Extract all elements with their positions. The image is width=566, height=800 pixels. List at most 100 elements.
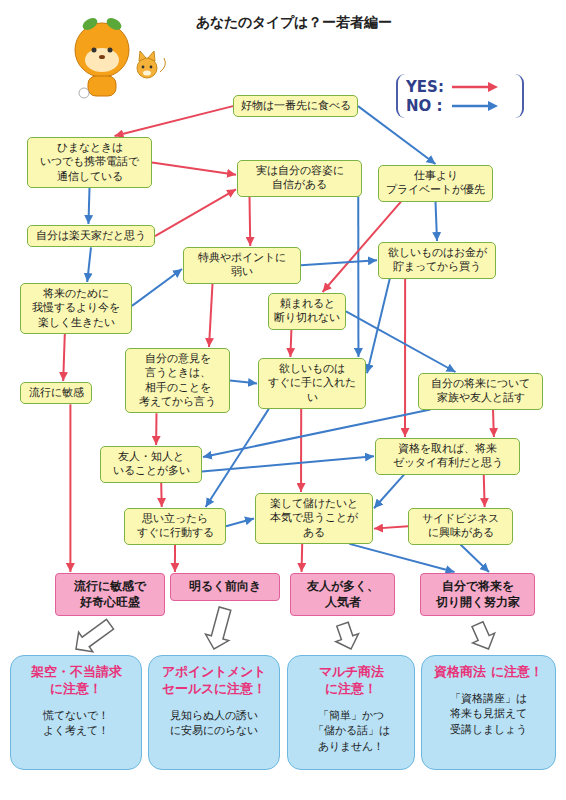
question-box: 欲しいものはお金が 貯まってから買う — [378, 242, 496, 279]
result-arrow — [472, 622, 495, 649]
legend-row: YES: — [406, 77, 514, 96]
mascot — [75, 16, 129, 98]
box-text: 自分で将来を 切り開く努力家 — [425, 579, 530, 610]
box-text: ひまなときは いつでも携帯電話で 通信している — [32, 141, 147, 184]
result-box: 友人が多く、 人気者 — [290, 573, 395, 616]
box-text: 楽して儲けたいと 本気で思うことが ある — [260, 497, 368, 540]
no-arrow — [88, 188, 89, 224]
no-arrow — [132, 269, 182, 306]
yes-arrow — [300, 409, 302, 492]
question-box: 仕事より プライベートが優先 — [378, 165, 493, 202]
no-arrow — [87, 247, 91, 282]
advice-box: 資格商法 に注意！ 「資格講座」は 将来も見据えて 受講しましょう — [421, 655, 556, 770]
no-arrow — [301, 260, 377, 265]
yes-arrow — [290, 330, 291, 357]
yes-arrow — [374, 526, 408, 528]
advice-body: 「資格講座」は 将来も見据えて 受講しましょう — [428, 691, 549, 737]
legend: YES:NO : — [396, 74, 524, 118]
question-box: 流行に敏感 — [20, 382, 92, 404]
box-text: 欲しいものは すぐに手に入れたい — [263, 362, 361, 405]
yes-arrow — [155, 413, 157, 445]
yes-arrow — [69, 404, 71, 572]
question-box: 思い立ったら すぐに行動する — [124, 508, 226, 545]
yes-arrow — [209, 284, 213, 347]
legend-row: NO : — [406, 96, 514, 115]
box-text: 資格を取れば、将来 ゼッタイ有利だと思う — [380, 442, 515, 471]
question-box: 楽して儲けたいと 本気で思うことが ある — [255, 493, 373, 544]
yes-arrow — [115, 106, 234, 136]
box-text: 思い立ったら すぐに行動する — [129, 512, 221, 541]
result-arrow — [336, 622, 359, 649]
no-arrow — [226, 518, 254, 526]
no-arrow — [461, 545, 490, 572]
yes-arrow — [301, 544, 304, 572]
yes-arrow — [492, 410, 495, 437]
yes-arrow — [483, 475, 486, 507]
box-text: 明るく前向き — [175, 579, 275, 595]
no-arrow — [374, 475, 404, 509]
yes-arrow — [249, 197, 252, 246]
advice-heading: 資格商法 に注意！ — [428, 664, 549, 681]
question-box: 自分は楽天家だと思う — [27, 225, 155, 247]
box-text: 自分は楽天家だと思う — [32, 229, 150, 243]
advice-heading: マルチ商法 に注意！ — [294, 664, 408, 698]
no-arrow — [358, 106, 436, 164]
box-text: 仕事より プライベートが優先 — [383, 169, 488, 198]
box-text: 欲しいものはお金が 貯まってから買う — [383, 246, 491, 275]
no-arrow — [436, 202, 438, 241]
question-box: 欲しいものは すぐに手に入れたい — [258, 358, 366, 409]
result-arrow — [76, 619, 114, 651]
advice-box: アポイントメント セールスに注意！ 見知らぬ人の誘い に安易にのらない — [148, 655, 280, 770]
legend-arrow — [450, 81, 500, 93]
advice-heading: アポイントメント セールスに注意！ — [155, 664, 273, 698]
no-arrow — [349, 544, 454, 572]
no-arrow — [230, 381, 257, 384]
question-box: 自分の意見を 言うときは、 相手のことを 考えてから言う — [125, 348, 230, 413]
yes-arrow — [155, 189, 236, 236]
question-box: 特典やポイントに 弱い — [183, 247, 301, 284]
yes-arrow — [174, 545, 176, 572]
question-box: 将来のために 我慢するより今を 楽しく生きたい — [20, 283, 132, 334]
box-text: 友人・知人と いることが多い — [105, 450, 197, 479]
box-text: 将来のために 我慢するより今を 楽しく生きたい — [25, 287, 127, 330]
question-box: 自分の将来について 家族や友人と話す — [418, 373, 543, 410]
legend-text: NO : — [406, 97, 450, 115]
box-text: 実は自分の容姿に 自信がある — [242, 164, 357, 193]
advice-heading: 架空・不当請求 に注意！ — [17, 664, 135, 698]
question-box: 友人・知人と いることが多い — [100, 446, 202, 483]
box-text: 流行に敏感 — [25, 386, 87, 400]
legend-text: YES: — [406, 78, 450, 96]
box-text: 自分の意見を 言うときは、 相手のことを 考えてから言う — [130, 352, 225, 409]
question-box: サイドビジネス に興味がある — [408, 508, 513, 545]
question-box: 頼まれると 断り切れない — [268, 293, 346, 330]
result-box: 流行に敏感で 好奇心旺盛 — [55, 573, 165, 616]
yes-arrow — [404, 279, 406, 437]
result-arrow — [206, 607, 231, 649]
result-box: 明るく前向き — [170, 573, 280, 601]
question-box: 資格を取れば、将来 ゼッタイ有利だと思う — [375, 438, 520, 475]
fox-character — [137, 51, 165, 78]
box-text: 頼まれると 断り切れない — [273, 297, 341, 326]
box-text: 友人が多く、 人気者 — [295, 579, 390, 610]
result-box: 自分で将来を 切り開く努力家 — [420, 573, 535, 616]
question-box: ひまなときは いつでも携帯電話で 通信している — [27, 137, 152, 188]
advice-body: 見知らぬ人の誘い に安易にのらない — [155, 708, 273, 739]
question-box: 好物は一番先に食べる — [233, 95, 358, 117]
yes-arrow — [63, 334, 65, 381]
advice-body: 慌てないで！ よく考えて！ — [17, 708, 135, 739]
box-text: サイドビジネス に興味がある — [413, 512, 508, 541]
no-arrow — [357, 197, 359, 357]
no-arrow — [202, 456, 374, 471]
advice-box: 架空・不当請求 に注意！ 慌てないで！ よく考えて！ — [10, 655, 142, 770]
question-box: 実は自分の容姿に 自信がある — [237, 160, 362, 197]
advice-box: マルチ商法 に注意！ 「簡単」かつ 「儲かる話」は ありません！ — [287, 655, 415, 770]
box-text: 自分の将来について 家族や友人と話す — [423, 377, 538, 406]
legend-arrow — [450, 100, 500, 112]
box-text: 流行に敏感で 好奇心旺盛 — [60, 579, 160, 610]
yes-arrow — [160, 483, 163, 507]
title: あなたのタイプは？ー若者編ー — [196, 14, 456, 32]
box-text: 特典やポイントに 弱い — [188, 251, 296, 280]
yes-arrow — [152, 162, 236, 174]
box-text: 好物は一番先に食べる — [238, 99, 353, 113]
advice-body: 「簡単」かつ 「儲かる話」は ありません！ — [294, 708, 408, 754]
